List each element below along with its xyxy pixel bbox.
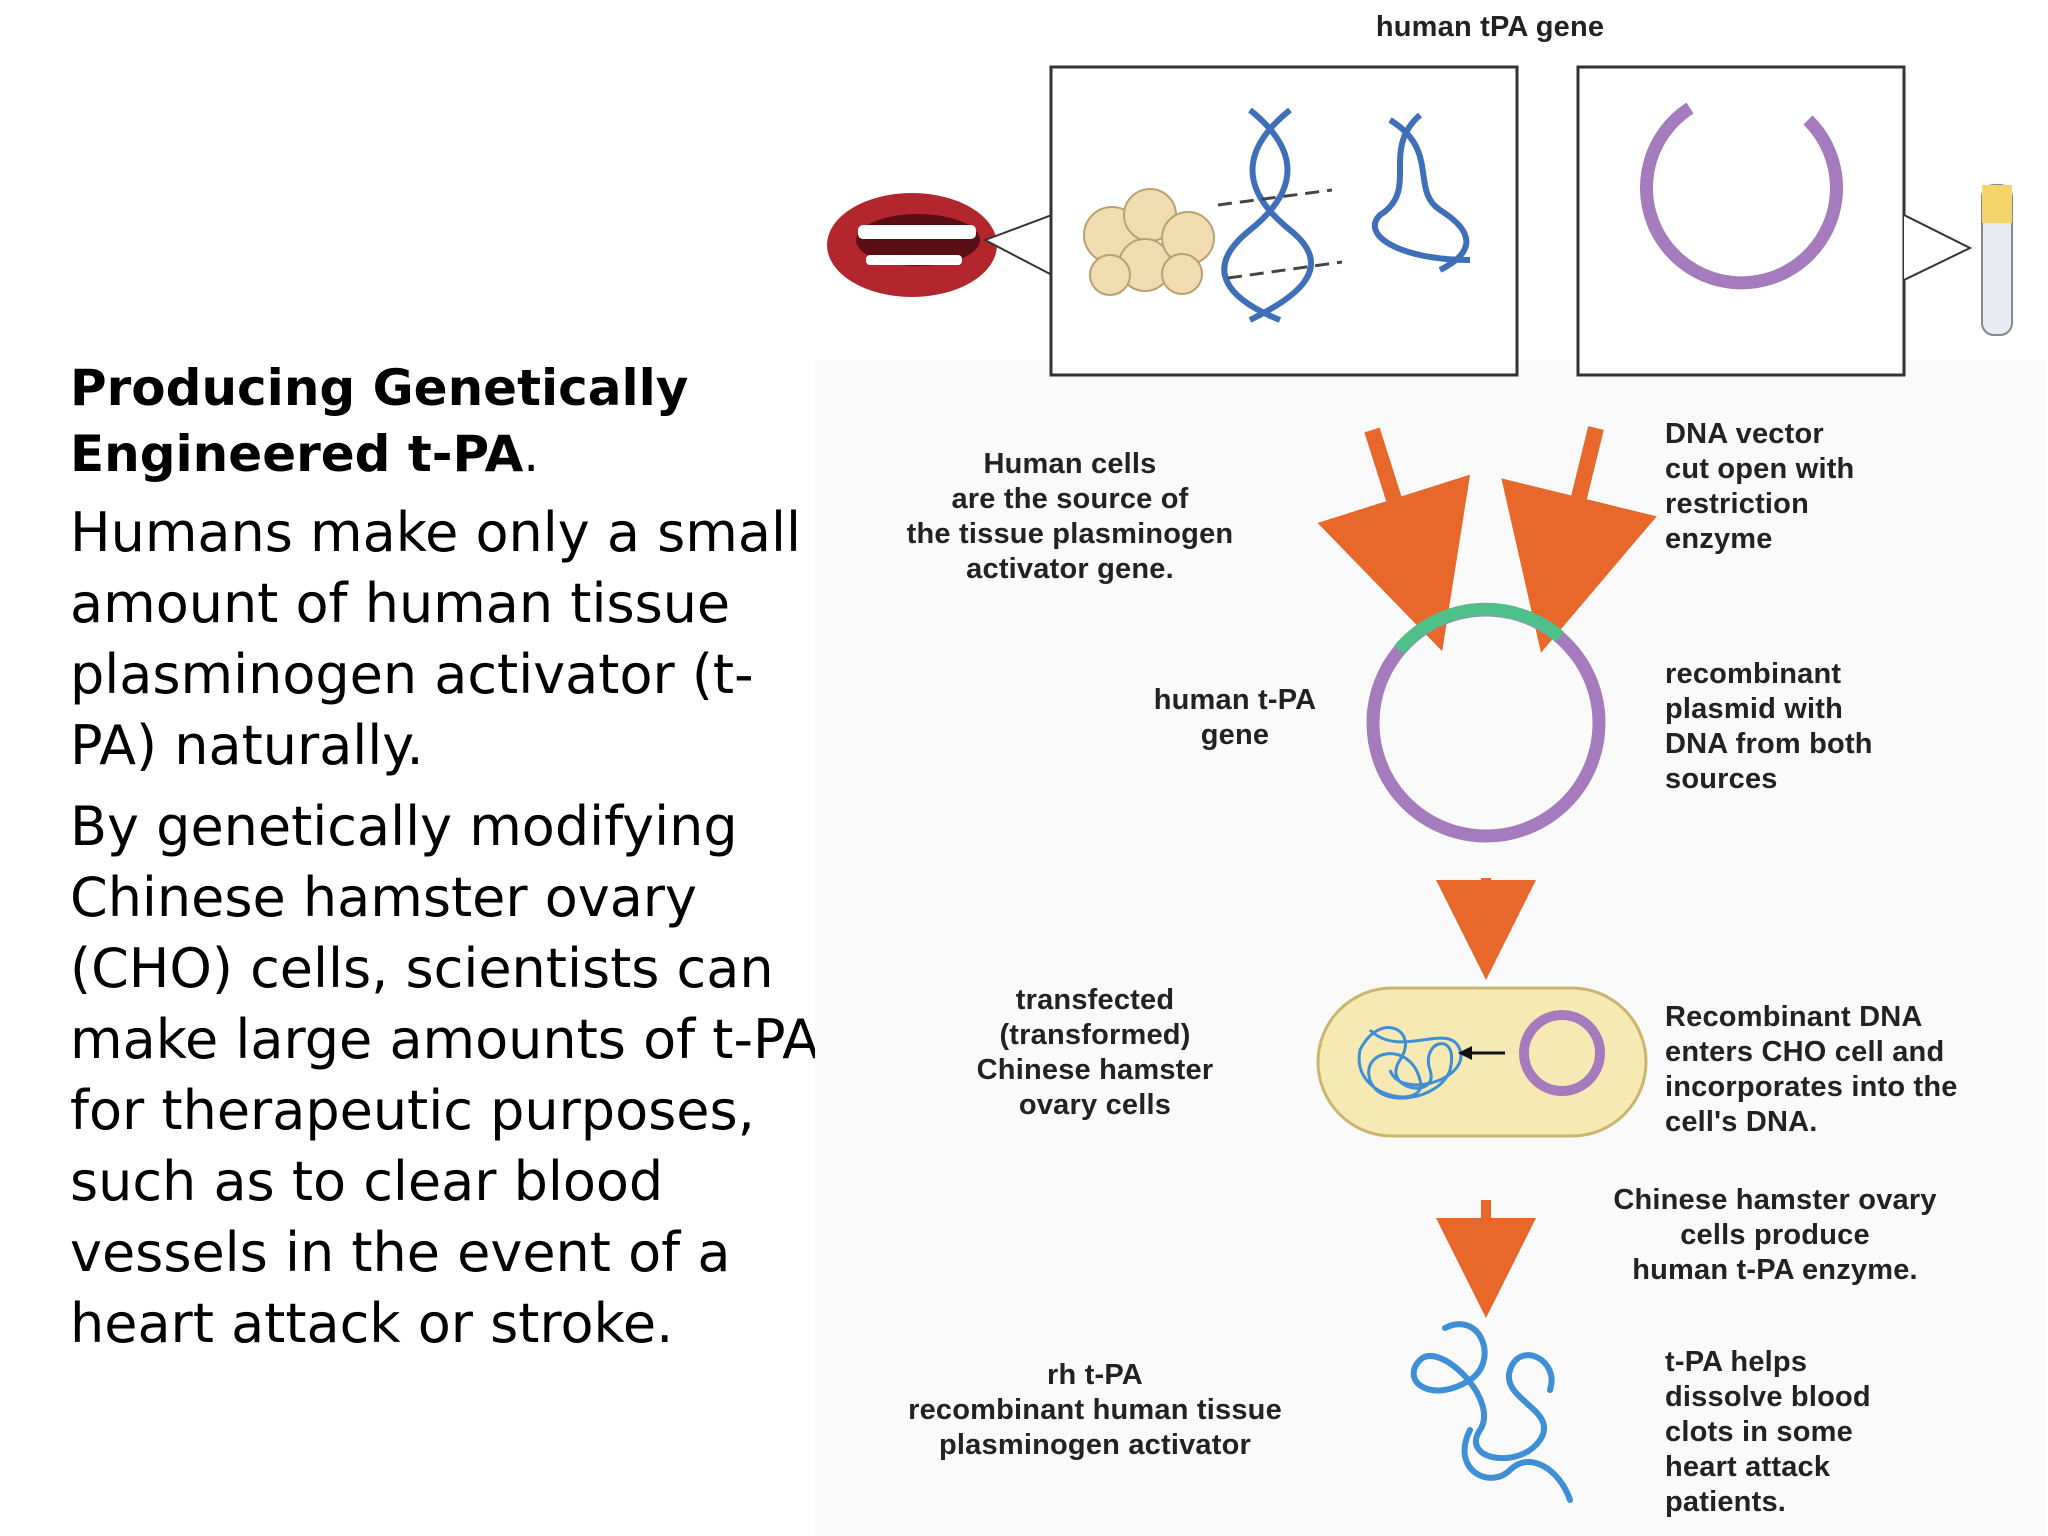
transfected-label-line: (transformed)	[999, 1019, 1191, 1051]
arrow-gene-to-plasmid	[1317, 427, 1471, 652]
text-panel: Producing Genetically Engineered t-PA. H…	[70, 355, 830, 1359]
cell-internal-arrowhead	[1458, 1046, 1472, 1060]
excised-gene-icon	[1371, 112, 1471, 273]
human-cells-label-line: are the source of	[951, 483, 1189, 515]
paragraph-cho-cells: By genetically modifying Chinese hamster…	[70, 795, 820, 1355]
dna-vector-label: DNA vector cut open with restriction enz…	[1665, 417, 1965, 557]
tpa-helps-label-line: heart attack	[1665, 1451, 1831, 1483]
dna-vector-label-line: enzyme	[1665, 523, 1773, 555]
recombinant-dna-label: Recombinant DNA enters CHO cell and inco…	[1665, 1000, 2005, 1140]
transfected-label-line: Chinese hamster	[976, 1054, 1214, 1086]
dna-vector-label-line: DNA vector	[1665, 418, 1824, 450]
tpa-helps-label: t-PA helps dissolve blood clots in some …	[1665, 1345, 1965, 1520]
transfected-label-line: ovary cells	[1018, 1089, 1172, 1121]
tpa-gene-label-line: human t-PA	[1153, 684, 1317, 716]
recombinant-plasmid-label-line: sources	[1665, 763, 1778, 795]
recombinant-dna-label-line: enters CHO cell and	[1665, 1036, 1945, 1068]
recombinant-dna-label-line: incorporates into the	[1665, 1071, 1958, 1103]
recombinant-plasmid-label: recombinant plasmid with DNA from both s…	[1665, 657, 1965, 797]
transfected-label-line: transfected	[1015, 984, 1175, 1016]
rh-tpa-label: rh t-PA recombinant human tissue plasmin…	[880, 1358, 1310, 1463]
rh-tpa-label-line: plasminogen activator	[939, 1429, 1251, 1461]
cut-line-lower	[1227, 260, 1343, 280]
top-label: human tPA gene	[1375, 11, 1605, 43]
tpa-helps-label-line: dissolve blood	[1665, 1381, 1871, 1413]
dna-vector-label-line: restriction	[1665, 488, 1810, 520]
slide-title: Producing Genetically Engineered t-PA.	[70, 355, 830, 487]
vector-box	[1576, 65, 1906, 377]
dna-vector-label-line: cut open with	[1665, 453, 1855, 485]
human-cells-label-line: the tissue plasminogen	[906, 518, 1234, 550]
arrow-vector-to-plasmid	[1501, 426, 1657, 653]
tpa-insert-segment	[1394, 602, 1565, 655]
tpa-helps-label-line: clots in some	[1665, 1416, 1853, 1448]
cell-dna-tangle-icon	[1357, 1026, 1463, 1100]
cho-produce-label-line: cells produce	[1680, 1219, 1870, 1251]
cho-produce-label-line: human t-PA enzyme.	[1632, 1254, 1918, 1286]
cheek-cells-icon	[1083, 188, 1215, 296]
recombinant-plasmid-label-line: plasmid with	[1665, 693, 1844, 725]
tpa-gene-label-line: gene	[1200, 719, 1270, 751]
recombinant-plasmid-label-line: DNA from both	[1665, 728, 1873, 760]
cho-produce-label-line: Chinese hamster ovary	[1613, 1184, 1937, 1216]
rh-tpa-label-line: recombinant human tissue	[908, 1394, 1282, 1426]
test-tube-icon	[1981, 184, 2013, 336]
recombinant-plasmid-label-line: recombinant	[1665, 658, 1842, 690]
mouth-icon	[827, 193, 1053, 297]
tpa-helps-label-line: patients.	[1665, 1486, 1787, 1518]
paragraph-natural-tpa: Humans make only a small amount of human…	[70, 501, 801, 777]
dna-helix-icon	[1221, 107, 1314, 323]
slide-title-suffix: .	[523, 425, 540, 483]
human-cells-label: Human cells are the source of the tissue…	[900, 447, 1240, 587]
callout-pointer	[1903, 214, 1973, 281]
cut-line-upper	[1217, 188, 1333, 207]
tpa-gene-label: human t-PA gene	[1130, 683, 1340, 753]
recombinant-dna-label-line: Recombinant DNA	[1665, 1001, 1923, 1033]
slide-title-text: Producing Genetically Engineered t-PA	[70, 359, 689, 483]
tpa-helps-label-line: t-PA helps	[1665, 1346, 1808, 1378]
cell-plasmid-icon	[1519, 1010, 1605, 1096]
tpa-protein-icon	[1410, 1321, 1573, 1503]
cut-plasmid-icon	[1640, 102, 1843, 290]
cho-produce-label: Chinese hamster ovary cells produce huma…	[1585, 1183, 1965, 1288]
recombinant-dna-label-line: cell's DNA.	[1665, 1106, 1818, 1138]
human-cells-label-line: Human cells	[983, 448, 1157, 480]
rh-tpa-label-line: rh t-PA	[1047, 1359, 1143, 1391]
transfected-label: transfected (transformed) Chinese hamste…	[940, 983, 1250, 1123]
human-cells-label-line: activator gene.	[966, 553, 1174, 585]
